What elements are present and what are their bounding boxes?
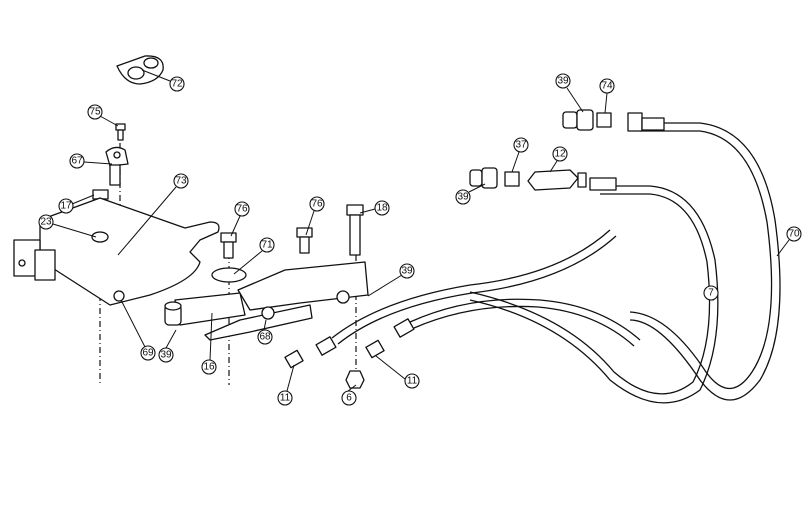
svg-text:76: 76 (311, 199, 323, 210)
gasket-part (116, 55, 164, 85)
fitting-11b (365, 339, 385, 359)
callout-76a: 76 (234, 201, 250, 217)
callout-39c: 39 (555, 73, 571, 89)
svg-text:39: 39 (401, 266, 413, 277)
svg-text:37: 37 (515, 140, 527, 151)
fitting-assembly-lower (469, 167, 617, 191)
callout-71: 71 (259, 237, 275, 253)
svg-text:11: 11 (407, 376, 418, 387)
bolt-76a (220, 232, 237, 259)
svg-text:74: 74 (601, 81, 613, 92)
callout-12: 12 (552, 146, 568, 162)
svg-text:39: 39 (557, 76, 569, 87)
svg-text:16: 16 (203, 362, 215, 373)
svg-text:11: 11 (280, 393, 291, 404)
callout-67: 67 (69, 153, 85, 169)
svg-text:71: 71 (261, 240, 273, 251)
hose-70 (629, 122, 781, 401)
callout-76b: 76 (309, 196, 325, 212)
mounting-plate (13, 197, 220, 306)
callout-39b: 39 (158, 347, 174, 363)
callout-39a: 39 (399, 263, 415, 279)
svg-text:12: 12 (554, 149, 566, 160)
callout-74: 74 (599, 78, 615, 94)
bracket-67 (105, 146, 129, 186)
callout-7: 7 (703, 285, 719, 301)
svg-text:23: 23 (40, 217, 52, 228)
svg-text:39: 39 (160, 350, 172, 361)
bolt-75 (115, 123, 126, 141)
svg-text:70: 70 (788, 229, 800, 240)
callout-23: 23 (38, 214, 54, 230)
callout-39d: 39 (455, 189, 471, 205)
nut-6 (345, 370, 365, 389)
callout-11a: 11 (277, 390, 293, 406)
svg-text:73: 73 (175, 176, 187, 187)
callout-16: 16 (201, 359, 217, 375)
leader-lines (52, 69, 790, 392)
svg-text:67: 67 (71, 156, 83, 167)
fitting-11a (284, 349, 304, 369)
lever-arm (164, 261, 369, 341)
callout-70: 70 (786, 226, 802, 242)
svg-text:68: 68 (259, 332, 271, 343)
bolt-18 (346, 204, 364, 256)
callout-73: 73 (173, 173, 189, 189)
callout-69: 69 (140, 345, 156, 361)
svg-text:75: 75 (89, 107, 101, 118)
svg-text:39: 39 (457, 192, 469, 203)
callout-68: 68 (257, 329, 273, 345)
fitting-assembly-upper (562, 109, 665, 132)
svg-text:76: 76 (236, 204, 248, 215)
callout-75: 75 (87, 104, 103, 120)
callout-18: 18 (374, 200, 390, 216)
callout-37: 37 (513, 137, 529, 153)
svg-text:69: 69 (142, 348, 154, 359)
callout-17: 17 (58, 198, 74, 214)
bolt-76b (296, 227, 313, 254)
callout-72: 72 (169, 76, 185, 92)
svg-text:7: 7 (708, 288, 714, 299)
callout-6: 6 (341, 390, 357, 406)
svg-text:6: 6 (346, 393, 352, 404)
svg-text:72: 72 (171, 79, 183, 90)
svg-text:18: 18 (376, 203, 388, 214)
hose-7 (469, 185, 719, 404)
callout-11b: 11 (404, 373, 420, 389)
svg-text:17: 17 (60, 201, 72, 212)
